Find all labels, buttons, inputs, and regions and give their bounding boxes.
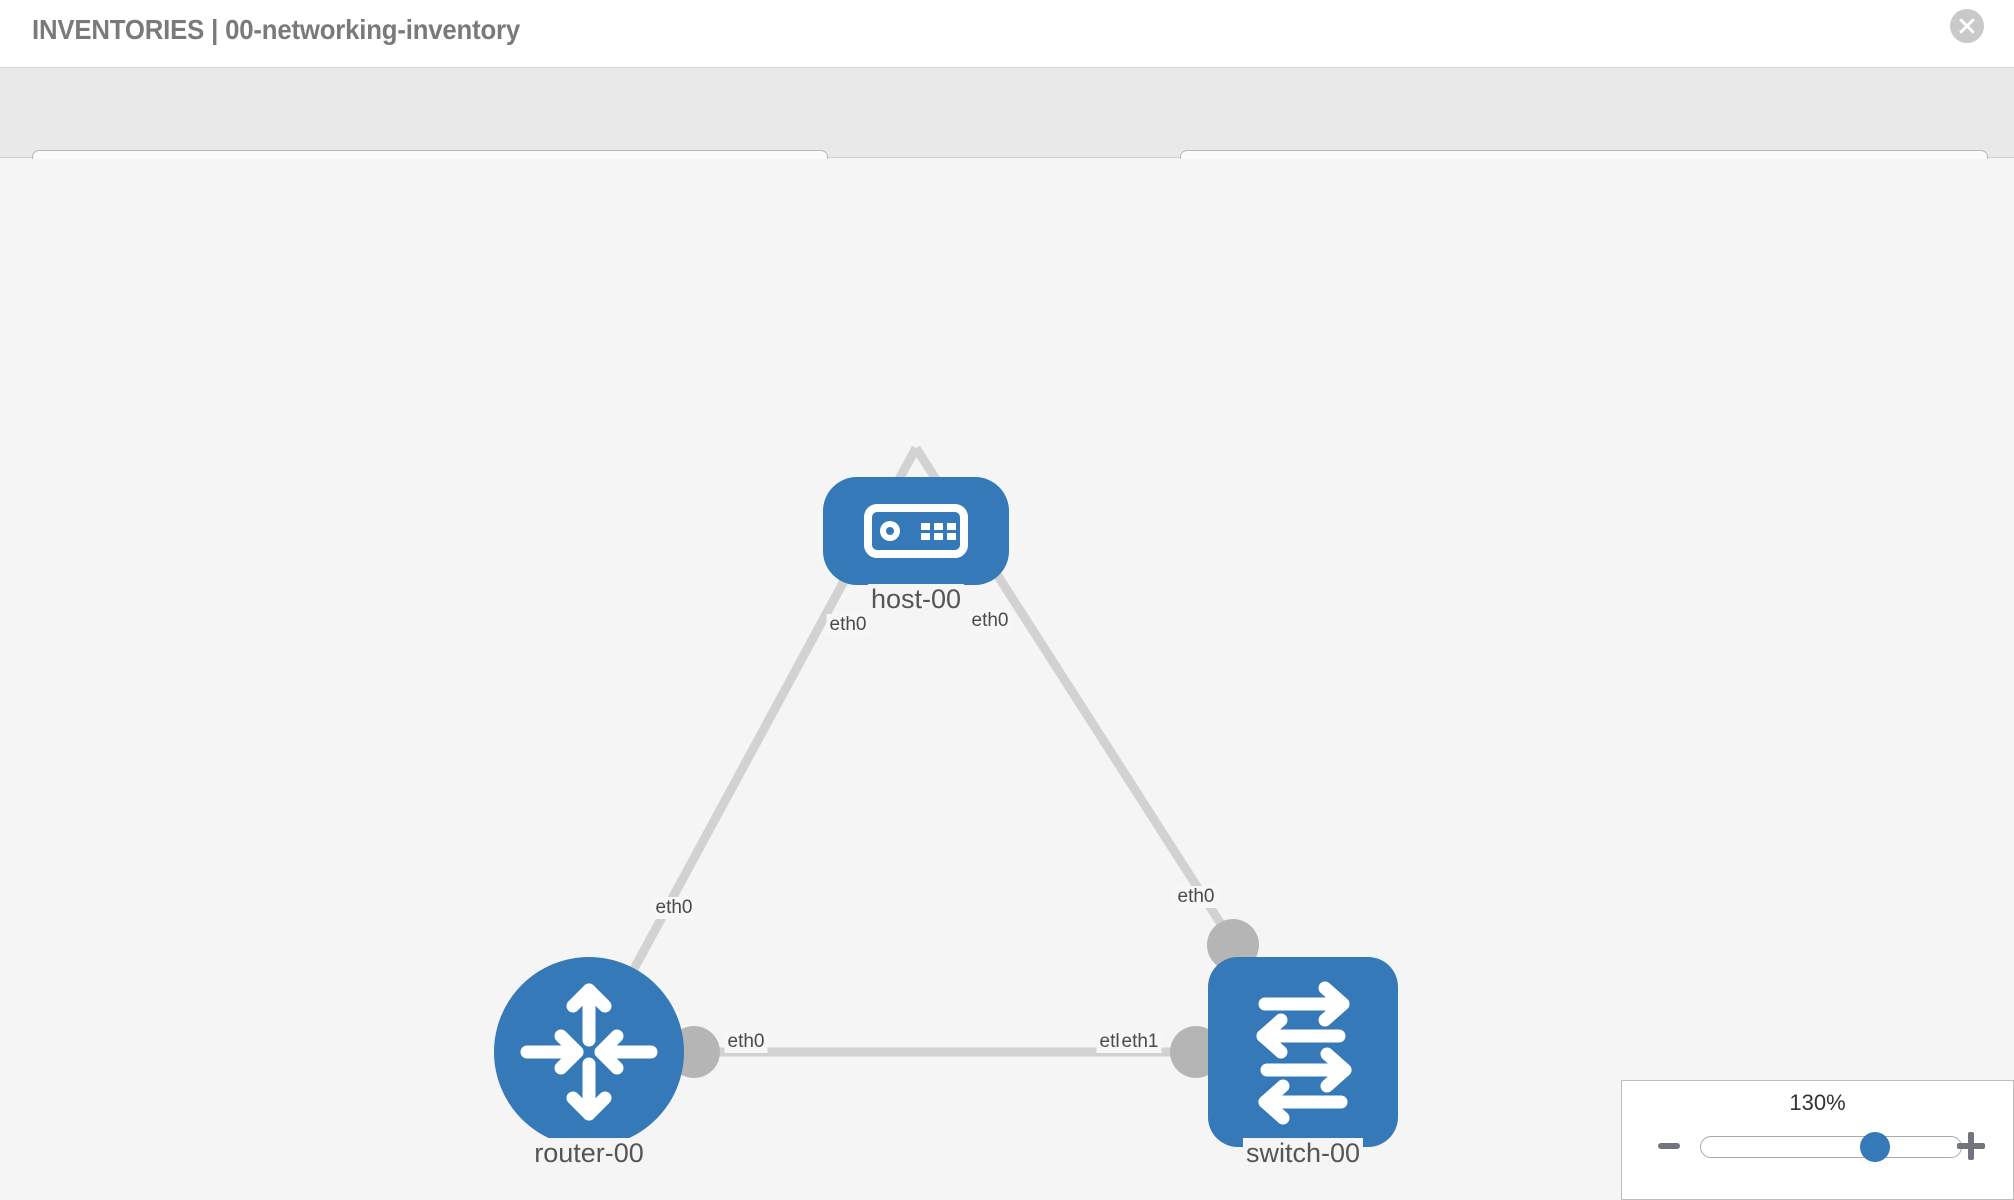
iface-label-router-right: eth0 [724, 1031, 768, 1053]
zoom-slider[interactable] [1700, 1132, 1962, 1162]
node-label-switch: switch-00 [1242, 1138, 1364, 1169]
topology-canvas[interactable]: host-00 router-00 switch-00 eth0 eth0 et… [0, 159, 2014, 1200]
page-title: INVENTORIES | 00-networking-inventory [32, 14, 521, 45]
page-header: INVENTORIES | 00-networking-inventory [0, 0, 2014, 68]
zoom-out-button[interactable] [1658, 1143, 1680, 1149]
iface-label-host-right: eth0 [968, 610, 1012, 632]
iface-label-host-left: eth0 [826, 614, 870, 636]
iface-label-router-up: eth0 [652, 897, 696, 919]
zoom-control-panel: 130% [1621, 1080, 2014, 1200]
zoom-percent-label: 130% [1789, 1090, 1846, 1115]
close-icon[interactable] [1950, 9, 1984, 43]
node-label-router: router-00 [531, 1138, 647, 1169]
zoom-slider-thumb[interactable] [1860, 1132, 1891, 1162]
node-router-00 [494, 957, 684, 1147]
zoom-slider-row [1622, 1127, 2013, 1167]
node-label-host: host-00 [867, 584, 965, 615]
iface-label-switch-up: eth0 [1174, 886, 1218, 908]
node-host-00 [823, 477, 1009, 585]
zoom-in-button[interactable] [1957, 1132, 1985, 1160]
topology-graph [494, 445, 1398, 1147]
iface-label-switch-left-eth1: eth1 [1118, 1031, 1162, 1053]
toolbar: ACTIONS SEARCH [0, 68, 2014, 202]
node-switch-00 [1208, 957, 1398, 1147]
